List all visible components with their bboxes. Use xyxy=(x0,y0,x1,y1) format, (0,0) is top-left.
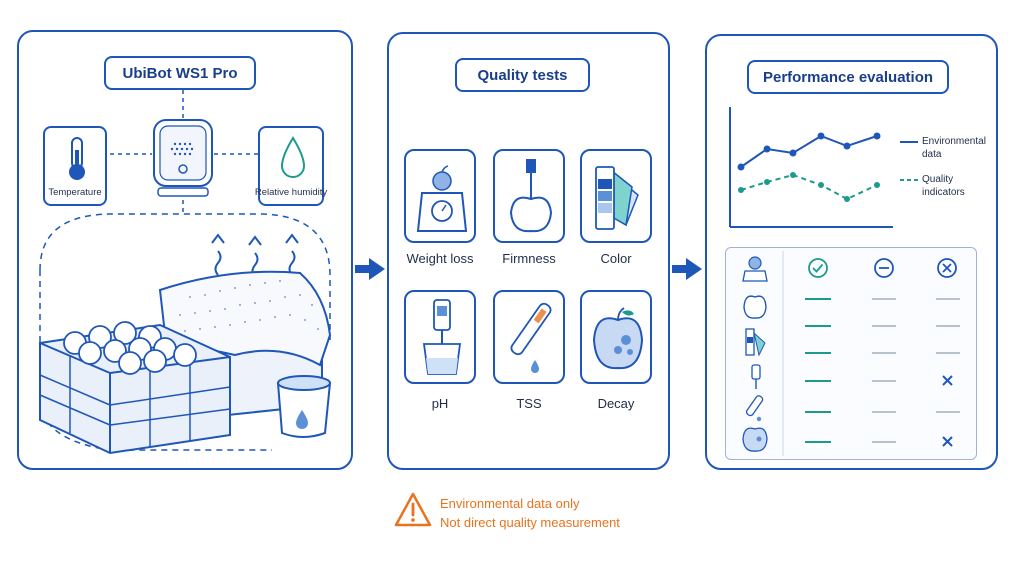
scale-icon xyxy=(416,165,468,232)
legend-solid-swatch xyxy=(900,141,918,143)
flow-arrow-1 xyxy=(355,258,385,280)
ph-test xyxy=(404,290,476,384)
row-swatch-icon xyxy=(745,328,766,357)
ph-label: pH xyxy=(431,396,449,411)
ph-meter-icon xyxy=(422,299,462,375)
thermometer-icon xyxy=(69,137,85,180)
environmental-series-line xyxy=(740,134,878,168)
humidity-label: Relative humidity xyxy=(254,187,328,198)
refractometer-icon xyxy=(510,302,552,373)
ubibot-device-icon xyxy=(153,119,213,197)
decay-test xyxy=(580,290,652,384)
quality-tests-title: Quality tests xyxy=(455,58,590,92)
color-swatch-icon xyxy=(595,166,639,230)
row-ph-icon xyxy=(751,364,761,389)
row-apple-icon xyxy=(743,295,767,319)
evaluation-table xyxy=(725,247,977,460)
warning-message: Environmental data only Not direct quali… xyxy=(440,494,620,532)
tss-label: TSS xyxy=(516,396,542,411)
legend-environmental: Environmental data xyxy=(922,136,986,160)
row-decay-icon xyxy=(742,427,768,452)
warning-icon xyxy=(394,492,432,527)
weight-loss-label: Weight loss xyxy=(406,251,474,266)
quality-tests-panel xyxy=(387,32,670,470)
produce-storage-illustration xyxy=(39,233,332,455)
firmness-label: Firmness xyxy=(502,251,556,266)
minus-circle-icon xyxy=(874,258,894,278)
color-label: Color xyxy=(600,251,632,266)
temperature-sensor: Temperature xyxy=(43,126,107,206)
penetrometer-icon xyxy=(509,159,553,233)
decayed-apple-icon xyxy=(592,307,644,370)
flow-arrow-2 xyxy=(672,258,702,280)
humidity-sensor: Relative humidity xyxy=(255,126,327,206)
water-drop-icon xyxy=(280,136,306,178)
warning-line-1: Environmental data only xyxy=(440,496,580,511)
quality-series-line xyxy=(740,173,878,201)
performance-line-chart xyxy=(729,107,893,228)
warning-line-2: Not direct quality measurement xyxy=(440,515,620,530)
weight-loss-test xyxy=(404,149,476,243)
sensor-panel-title: UbiBot WS1 Pro xyxy=(104,56,256,90)
row-refractometer-icon xyxy=(745,395,764,422)
temperature-label: Temperature xyxy=(48,187,102,198)
firmness-test xyxy=(493,149,565,243)
performance-title: Performance evaluation xyxy=(747,60,949,94)
legend-quality: Quality indicators xyxy=(922,174,965,198)
x-circle-icon xyxy=(937,258,957,278)
legend-dashed-swatch xyxy=(900,179,918,181)
evaluation-table-content xyxy=(742,251,960,456)
check-circle-icon xyxy=(808,258,828,278)
color-test xyxy=(580,149,652,243)
tss-test xyxy=(493,290,565,384)
decay-label: Decay xyxy=(597,396,635,411)
scale-row-icon xyxy=(742,256,768,282)
